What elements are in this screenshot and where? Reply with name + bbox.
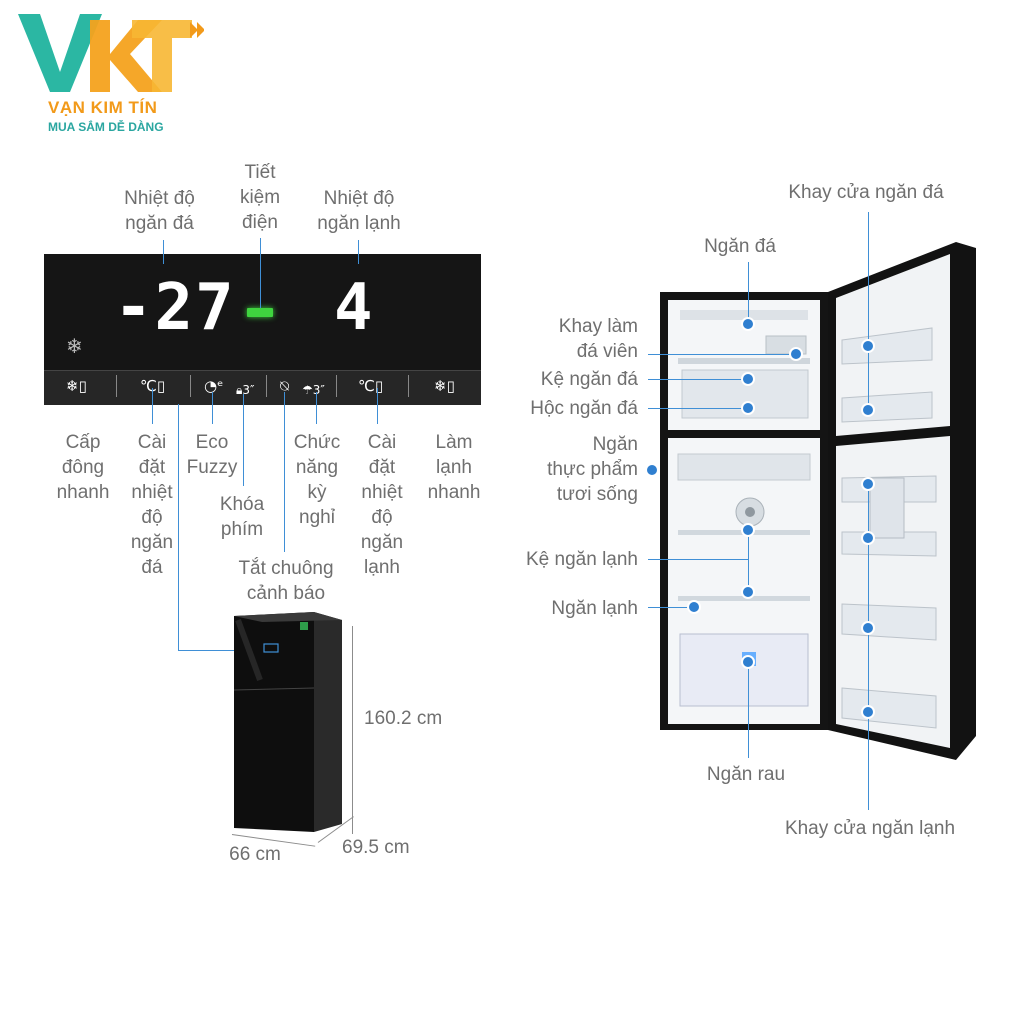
label-holiday: Chức năng kỳ nghỉ (293, 432, 341, 528)
marker-fridge-door-tray-1 (861, 477, 875, 491)
logo-mark (18, 14, 204, 92)
marker-vegetable-drawer (741, 655, 755, 669)
label-freezer: Ngăn đá (704, 236, 776, 257)
marker-freezer-door-tray-2 (861, 403, 875, 417)
eco-indicator (247, 308, 273, 317)
fridge-closed-image (230, 610, 360, 845)
holiday-icon[interactable]: ☂3″ (302, 383, 325, 397)
marker-fridge-shelf-2 (741, 585, 755, 599)
fridge-open-image (656, 240, 986, 760)
label-fast-freeze: Cấp đông nhanh (56, 432, 110, 503)
label-fridge-temp: Nhiệt độ ngăn lạnh (317, 188, 401, 234)
label-freezer-setting: Cài đặt nhiệt độ ngăn đá (130, 432, 174, 578)
alarm-off-icon[interactable]: ⍉ (280, 377, 290, 395)
fridge-temp-icon[interactable]: ℃▯ (358, 377, 384, 395)
leader-freezer-drawer (648, 408, 748, 409)
marker-freezer (741, 317, 755, 331)
leader-eco (212, 392, 213, 424)
label-fridge-shelf: Kệ ngăn lạnh (526, 549, 638, 570)
dimension-height-line (352, 626, 353, 834)
divider (116, 375, 117, 397)
leader-eco-top (260, 238, 261, 308)
leader-panel-to-fridge-h (178, 650, 270, 651)
leader-fridge-shelf-h (648, 559, 748, 560)
dimension-height: 160.2 cm (364, 708, 443, 729)
leader-ice-tray (648, 354, 794, 355)
label-fridge-door-tray: Khay cửa ngăn lạnh (784, 818, 956, 839)
brand-logo: VẠN KIM TÍN MUA SẮM DỄ DÀNG (14, 10, 204, 140)
key-lock-icon[interactable]: 🔒︎3″ (236, 383, 255, 397)
leader-panel-to-fridge-v (178, 404, 179, 650)
leader-freezer-temp (163, 240, 164, 264)
divider (266, 375, 267, 397)
marker-freezer-shelf (741, 372, 755, 386)
label-key-lock: Khóa phím (219, 494, 265, 540)
fast-cool-icon[interactable]: ❄▯ (434, 377, 455, 395)
divider (190, 375, 191, 397)
fast-freeze-icon[interactable]: ❄▯ (66, 377, 87, 395)
leader-fridge-shelf-v (748, 530, 749, 592)
label-eco-fuzzy: Eco Fuzzy (186, 432, 238, 478)
divider (336, 375, 337, 397)
label-alarm-off: Tắt chuông cảnh báo (238, 558, 334, 604)
dimension-depth: 69.5 cm (342, 837, 410, 858)
label-vegetable-drawer: Ngăn rau (706, 764, 786, 785)
marker-fridge-door-tray-4 (861, 705, 875, 719)
label-fast-cool: Làm lạnh nhanh (427, 432, 481, 503)
dimension-width: 66 cm (229, 844, 281, 865)
button-strip (44, 370, 481, 405)
leader-freezer-setting (152, 388, 153, 424)
label-freezer-temp: Nhiệt độ ngăn đá (124, 188, 195, 234)
marker-fridge-door-tray-2 (861, 531, 875, 545)
label-freezer-door-tray: Khay cửa ngăn đá (788, 182, 944, 203)
label-fridge-compartment: Ngăn lạnh (551, 598, 638, 619)
leader-holiday (316, 392, 317, 424)
marker-fresh-food (645, 463, 659, 477)
marker-fridge-shelf-1 (741, 523, 755, 537)
label-freezer-drawer: Hộc ngăn đá (530, 398, 638, 419)
fridge-temp-display: 4 (334, 271, 373, 345)
freezer-temp-icon[interactable]: ℃▯ (140, 377, 166, 395)
label-fresh-food: Ngăn thực phẩm tươi sống (547, 434, 638, 505)
leader-fridge-compartment (648, 607, 694, 608)
label-energy-saving: Tiết kiệm điện (239, 162, 281, 233)
marker-freezer-door-tray-1 (861, 339, 875, 353)
leader-freezer-shelf (648, 379, 748, 380)
leader-vegetable-drawer (748, 662, 749, 758)
leader-lock (243, 394, 244, 486)
freezer-temp-display: -27 (114, 271, 236, 345)
marker-ice-tray (789, 347, 803, 361)
eco-fuzzy-icon[interactable]: ◔ᵉ (204, 377, 224, 395)
label-freezer-shelf: Kệ ngăn đá (540, 369, 638, 390)
label-fridge-setting: Cài đặt nhiệt độ ngăn lạnh (360, 432, 404, 578)
leader-fridge-door-tray (868, 484, 869, 810)
control-panel: -27 4 ❄ ❄▯ ℃▯ ◔ᵉ 🔒︎3″ ⍉ ☂3″ ℃▯ ❄▯ (44, 254, 481, 405)
snowflake-icon: ❄ (66, 336, 83, 358)
brand-tagline: MUA SẮM DỄ DÀNG (48, 120, 164, 134)
marker-freezer-drawer (741, 401, 755, 415)
label-ice-tray: Khay làm đá viên (558, 316, 638, 362)
leader-alarm (284, 392, 285, 552)
leader-freezer-door-tray (868, 212, 869, 412)
divider (408, 375, 409, 397)
brand-name: VẠN KIM TÍN (48, 98, 158, 117)
leader-freezer (748, 262, 749, 324)
marker-fridge-compartment (687, 600, 701, 614)
marker-fridge-door-tray-3 (861, 621, 875, 635)
leader-fridge-temp (358, 240, 359, 264)
leader-fridge-setting (377, 388, 378, 424)
